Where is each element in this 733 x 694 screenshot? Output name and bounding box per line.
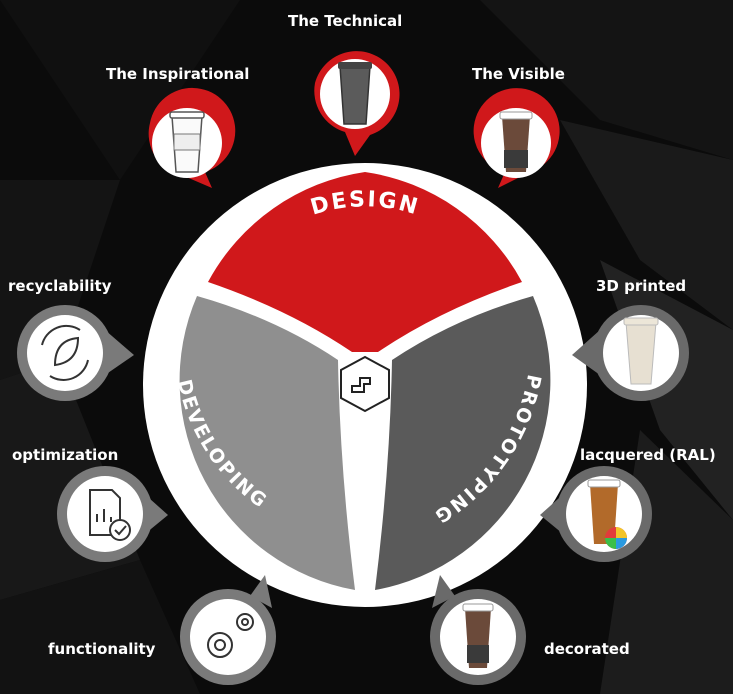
visible-label: The Visible [472,65,565,83]
functionality-pin[interactable] [180,575,276,685]
lacquered-pin[interactable] [540,466,652,562]
optimization-pin[interactable] [57,466,168,562]
developing-segment[interactable] [179,296,355,590]
document-check-icon [89,489,131,541]
printed-label: 3D printed [596,277,687,295]
decorated-pin[interactable] [430,575,526,685]
recyclability-pin[interactable] [17,305,134,401]
printed-pin[interactable] [572,305,689,401]
cup-outline-icon [169,111,205,173]
cup-visible-icon [499,111,533,172]
visible-pin[interactable] [473,88,560,188]
technical-pin[interactable] [314,51,400,157]
cup-technical-icon [338,62,372,125]
technical-label: The Technical [288,12,403,30]
recycle-leaf-icon [41,324,89,381]
cup-lacquered-icon [587,479,627,549]
functionality-label: functionality [48,640,156,658]
logo-hexagon-icon [340,355,390,413]
inspirational-pin[interactable] [148,87,236,188]
design-segment[interactable] [208,172,522,352]
recyclability-label: recyclability [8,277,112,295]
inspirational-label: The Inspirational [106,65,250,83]
decorated-label: decorated [544,640,630,658]
gears-icon [207,613,254,658]
lacquered-label: lacquered (RAL) [580,446,716,464]
cup-decorated-icon [462,603,494,668]
cup-3d-printed-icon [623,317,659,385]
optimization-label: optimization [12,446,119,464]
prototyping-segment[interactable] [375,296,551,590]
